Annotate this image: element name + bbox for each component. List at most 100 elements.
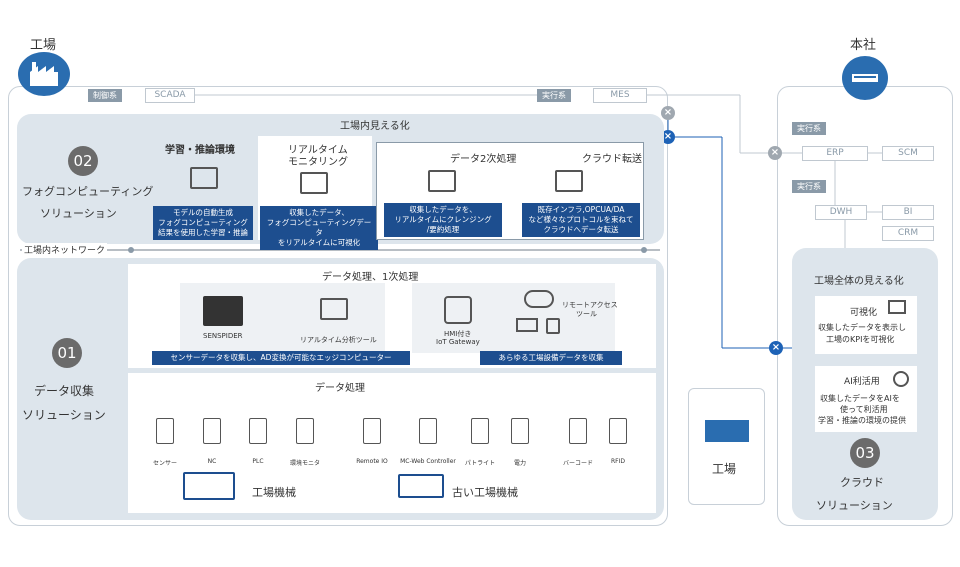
factory-small-icon (705, 420, 749, 442)
cloud-transfer-caption: 既存インフラ,OPCUA/DA など様々なプロトコルを束ねて クラウドへデータ転… (522, 203, 640, 237)
gauge-icon (444, 296, 472, 324)
connect-icon-fog: × (661, 130, 675, 144)
disconnect-icon-erp: × (768, 146, 782, 160)
device-label: 電力 (513, 460, 526, 467)
control-tag: 制御系 (88, 89, 122, 102)
hq-icon (842, 56, 888, 100)
secondary-caption: 収集したデータを、 リアルタイムにクレンジング /要約処理 (384, 203, 502, 237)
edge-caption: センサーデータを収集し、AD変換が可能なエッジコンピューター (152, 351, 410, 365)
remote-label-2: ツール (576, 310, 597, 318)
rt-caption: 収集したデータ、 フォグコンピューティングデータ をリアルタイムに可視化 (260, 206, 378, 250)
device-icon (471, 418, 489, 444)
monitor-icon-vis (888, 300, 906, 314)
factory-box-label: 工場 (712, 462, 737, 476)
fog-title-1: フォグコンピューティング (22, 185, 154, 198)
machine-icon (183, 472, 235, 500)
monitor-icon-rt (300, 172, 328, 194)
vis-box (815, 296, 917, 354)
hmi-label-2: IoT Gateway (436, 338, 480, 346)
mes-box: MES (593, 88, 647, 103)
scm-box: SCM (882, 146, 934, 161)
cloud-transfer-title: クラウド転送 (582, 154, 642, 165)
old-machine-label: 古い工場機械 (452, 486, 518, 499)
data-number: 01 (52, 338, 82, 368)
laptop-icon (516, 318, 538, 332)
device-icon (296, 418, 314, 444)
senspider-label: SENSPIDER (203, 332, 243, 340)
crm-box: CRM (882, 226, 934, 241)
tablet-icon (546, 318, 560, 334)
ai-desc-2: 使って利活用 (840, 405, 888, 414)
fog-number: 02 (68, 146, 98, 176)
device-icon (511, 418, 529, 444)
fog-header: 工場内見える化 (340, 121, 410, 132)
data-title-2: ソリューション (22, 408, 106, 422)
device-label: 環境モニタ (289, 460, 320, 467)
ai-icon (893, 371, 909, 387)
monitor-icon-rt-tool (320, 298, 348, 320)
ai-desc-1: 収集したデータをAIを (820, 394, 900, 403)
monitor-icon-cloud (555, 170, 583, 192)
cloud-number: 03 (850, 438, 880, 468)
remote-label-1: リモートアクセス (562, 301, 618, 309)
senspider-icon (203, 296, 243, 326)
secondary-title: データ2次処理 (450, 154, 517, 165)
rt-title-2: モニタリング (288, 157, 348, 168)
fog-title-2: ソリューション (40, 207, 117, 220)
cloud-header: 工場全体の見える化 (814, 276, 904, 287)
old-machine-icon (398, 474, 444, 498)
device-label: MC-Web Controller (400, 458, 456, 465)
hq-title: 本社 (850, 38, 877, 53)
primary-header: データ処理、1次処理 (322, 272, 419, 283)
device-icon (419, 418, 437, 444)
bi-box: BI (882, 205, 934, 220)
cloud-title-1: クラウド (840, 476, 884, 489)
scada-box: SCADA (145, 88, 195, 103)
device-icon (363, 418, 381, 444)
network-node (641, 247, 647, 253)
device-icon (203, 418, 221, 444)
device-label: NC (207, 458, 217, 465)
learn-title: 学習・推論環境 (165, 145, 235, 156)
erp-box: ERP (802, 146, 868, 161)
rt-tool-label: リアルタイム分析ツール (300, 336, 377, 344)
device-label: バーコード (562, 460, 593, 467)
device-label: RFID (610, 458, 625, 465)
hmi-label-1: HMI付き (444, 330, 472, 338)
data-title-1: データ収集 (34, 384, 95, 398)
monitor-icon-secondary (428, 170, 456, 192)
device-label: センサー (152, 460, 177, 467)
network-node (128, 247, 134, 253)
cloud-icon (524, 290, 554, 308)
vis-title: 可視化 (850, 308, 878, 318)
device-label: Remote IO (356, 458, 388, 465)
rt-title-1: リアルタイム (288, 145, 348, 156)
connect-icon-cloud: × (769, 341, 783, 355)
device-icon (569, 418, 587, 444)
exec-tag-hq-2: 実行系 (792, 180, 826, 193)
network-label: 工場内ネットワーク (22, 243, 108, 256)
ai-desc-3: 学習・推論の環境の提供 (818, 416, 906, 425)
monitor-icon-learn (190, 167, 218, 189)
dwh-box: DWH (815, 205, 867, 220)
device-icon (156, 418, 174, 444)
device-icon (609, 418, 627, 444)
exec-tag-hq-1: 実行系 (792, 122, 826, 135)
factory-icon (18, 52, 70, 96)
factory-title: 工場 (30, 38, 57, 53)
factory-box (688, 388, 765, 505)
device-label: パトライト (464, 460, 496, 467)
factory-frame (8, 86, 668, 526)
exec-tag-factory: 実行系 (537, 89, 571, 102)
device-label: PLC (252, 458, 264, 465)
learn-caption: モデルの自動生成 フォグコンピューティング 結果を使用した学習・推論 (153, 206, 253, 240)
vis-desc-1: 収集したデータを表示し (818, 323, 906, 332)
collect-caption: あらゆる工場設備データを収集 (480, 351, 622, 365)
disconnect-icon-mes: × (661, 106, 675, 120)
cloud-title-2: ソリューション (816, 499, 893, 512)
ai-title: AI利活用 (844, 377, 880, 387)
machine-label: 工場機械 (252, 486, 296, 499)
proc-header: データ処理 (315, 383, 365, 394)
vis-desc-2: 工場のKPIを可視化 (826, 335, 895, 344)
